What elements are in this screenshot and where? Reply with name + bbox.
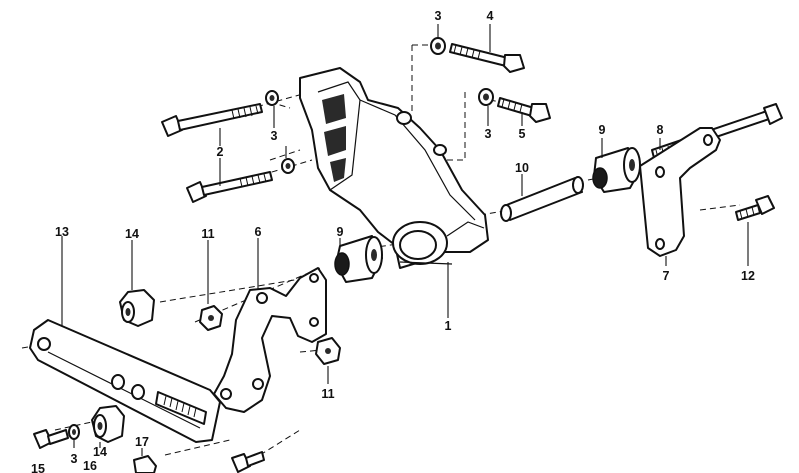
leader-lines bbox=[61, 24, 749, 456]
callout-14-upper: 14 bbox=[125, 227, 139, 241]
callout-2: 2 bbox=[217, 145, 224, 159]
bolt-part-15 bbox=[33, 429, 69, 449]
callout-13: 13 bbox=[55, 225, 69, 239]
callout-4: 4 bbox=[487, 9, 494, 23]
callout-8: 8 bbox=[657, 123, 664, 137]
callout-1: 1 bbox=[445, 319, 452, 333]
bolt-part-2-upper bbox=[161, 103, 263, 137]
bolt-bottom bbox=[231, 451, 265, 473]
callout-5: 5 bbox=[519, 127, 526, 141]
callout-11-upper: 11 bbox=[201, 227, 214, 241]
rubber-bushing-part-9-right bbox=[592, 147, 641, 193]
callout-3-left-upper: 3 bbox=[271, 129, 278, 143]
callout-14-lower: 14 bbox=[93, 445, 107, 459]
main-bracket-part-1 bbox=[299, 67, 489, 269]
callout-6: 6 bbox=[255, 225, 262, 239]
bolt-part-12 bbox=[735, 195, 775, 221]
bracket-plate-part-7 bbox=[639, 127, 721, 257]
bracket-plate-part-6 bbox=[213, 267, 327, 413]
nut-part-11-upper bbox=[199, 305, 223, 331]
callout-3-right: 3 bbox=[485, 127, 492, 141]
callout-17: 17 bbox=[135, 435, 149, 449]
callout-3-top: 3 bbox=[435, 9, 442, 23]
sleeve-part-10 bbox=[500, 176, 584, 222]
callout-9-right: 9 bbox=[599, 123, 606, 137]
callout-16: 16 bbox=[83, 459, 97, 473]
washer-part-3-bottom bbox=[68, 424, 80, 440]
washer-part-3-top bbox=[430, 37, 446, 55]
nut-part-11-lower bbox=[315, 337, 341, 365]
callout-labels: 1 2 3 3 3 3 4 5 6 7 8 9 9 10 11 11 12 13… bbox=[31, 9, 755, 473]
washer-part-3-right bbox=[478, 88, 494, 106]
adjusting-strap-part-13 bbox=[29, 319, 221, 443]
callout-10: 10 bbox=[515, 161, 529, 175]
callout-11-lower: 11 bbox=[321, 387, 334, 401]
rubber-bushing-part-9-left bbox=[334, 235, 383, 283]
bolt-part-4 bbox=[449, 43, 525, 73]
callout-3-bottom: 3 bbox=[71, 452, 78, 466]
bolt-part-2-lower bbox=[186, 171, 273, 203]
washer-part-3-left-lower bbox=[281, 158, 295, 174]
rubber-mount-part-14-lower bbox=[91, 405, 125, 443]
bolt-part-5 bbox=[497, 97, 551, 123]
callout-15: 15 bbox=[31, 462, 45, 473]
callout-12: 12 bbox=[741, 269, 755, 283]
callout-7: 7 bbox=[663, 269, 670, 283]
washer-part-3-left-upper bbox=[265, 90, 279, 106]
callout-9-left: 9 bbox=[337, 225, 344, 239]
nut-part-17 bbox=[133, 455, 157, 473]
rubber-mount-part-14-upper bbox=[119, 289, 155, 327]
